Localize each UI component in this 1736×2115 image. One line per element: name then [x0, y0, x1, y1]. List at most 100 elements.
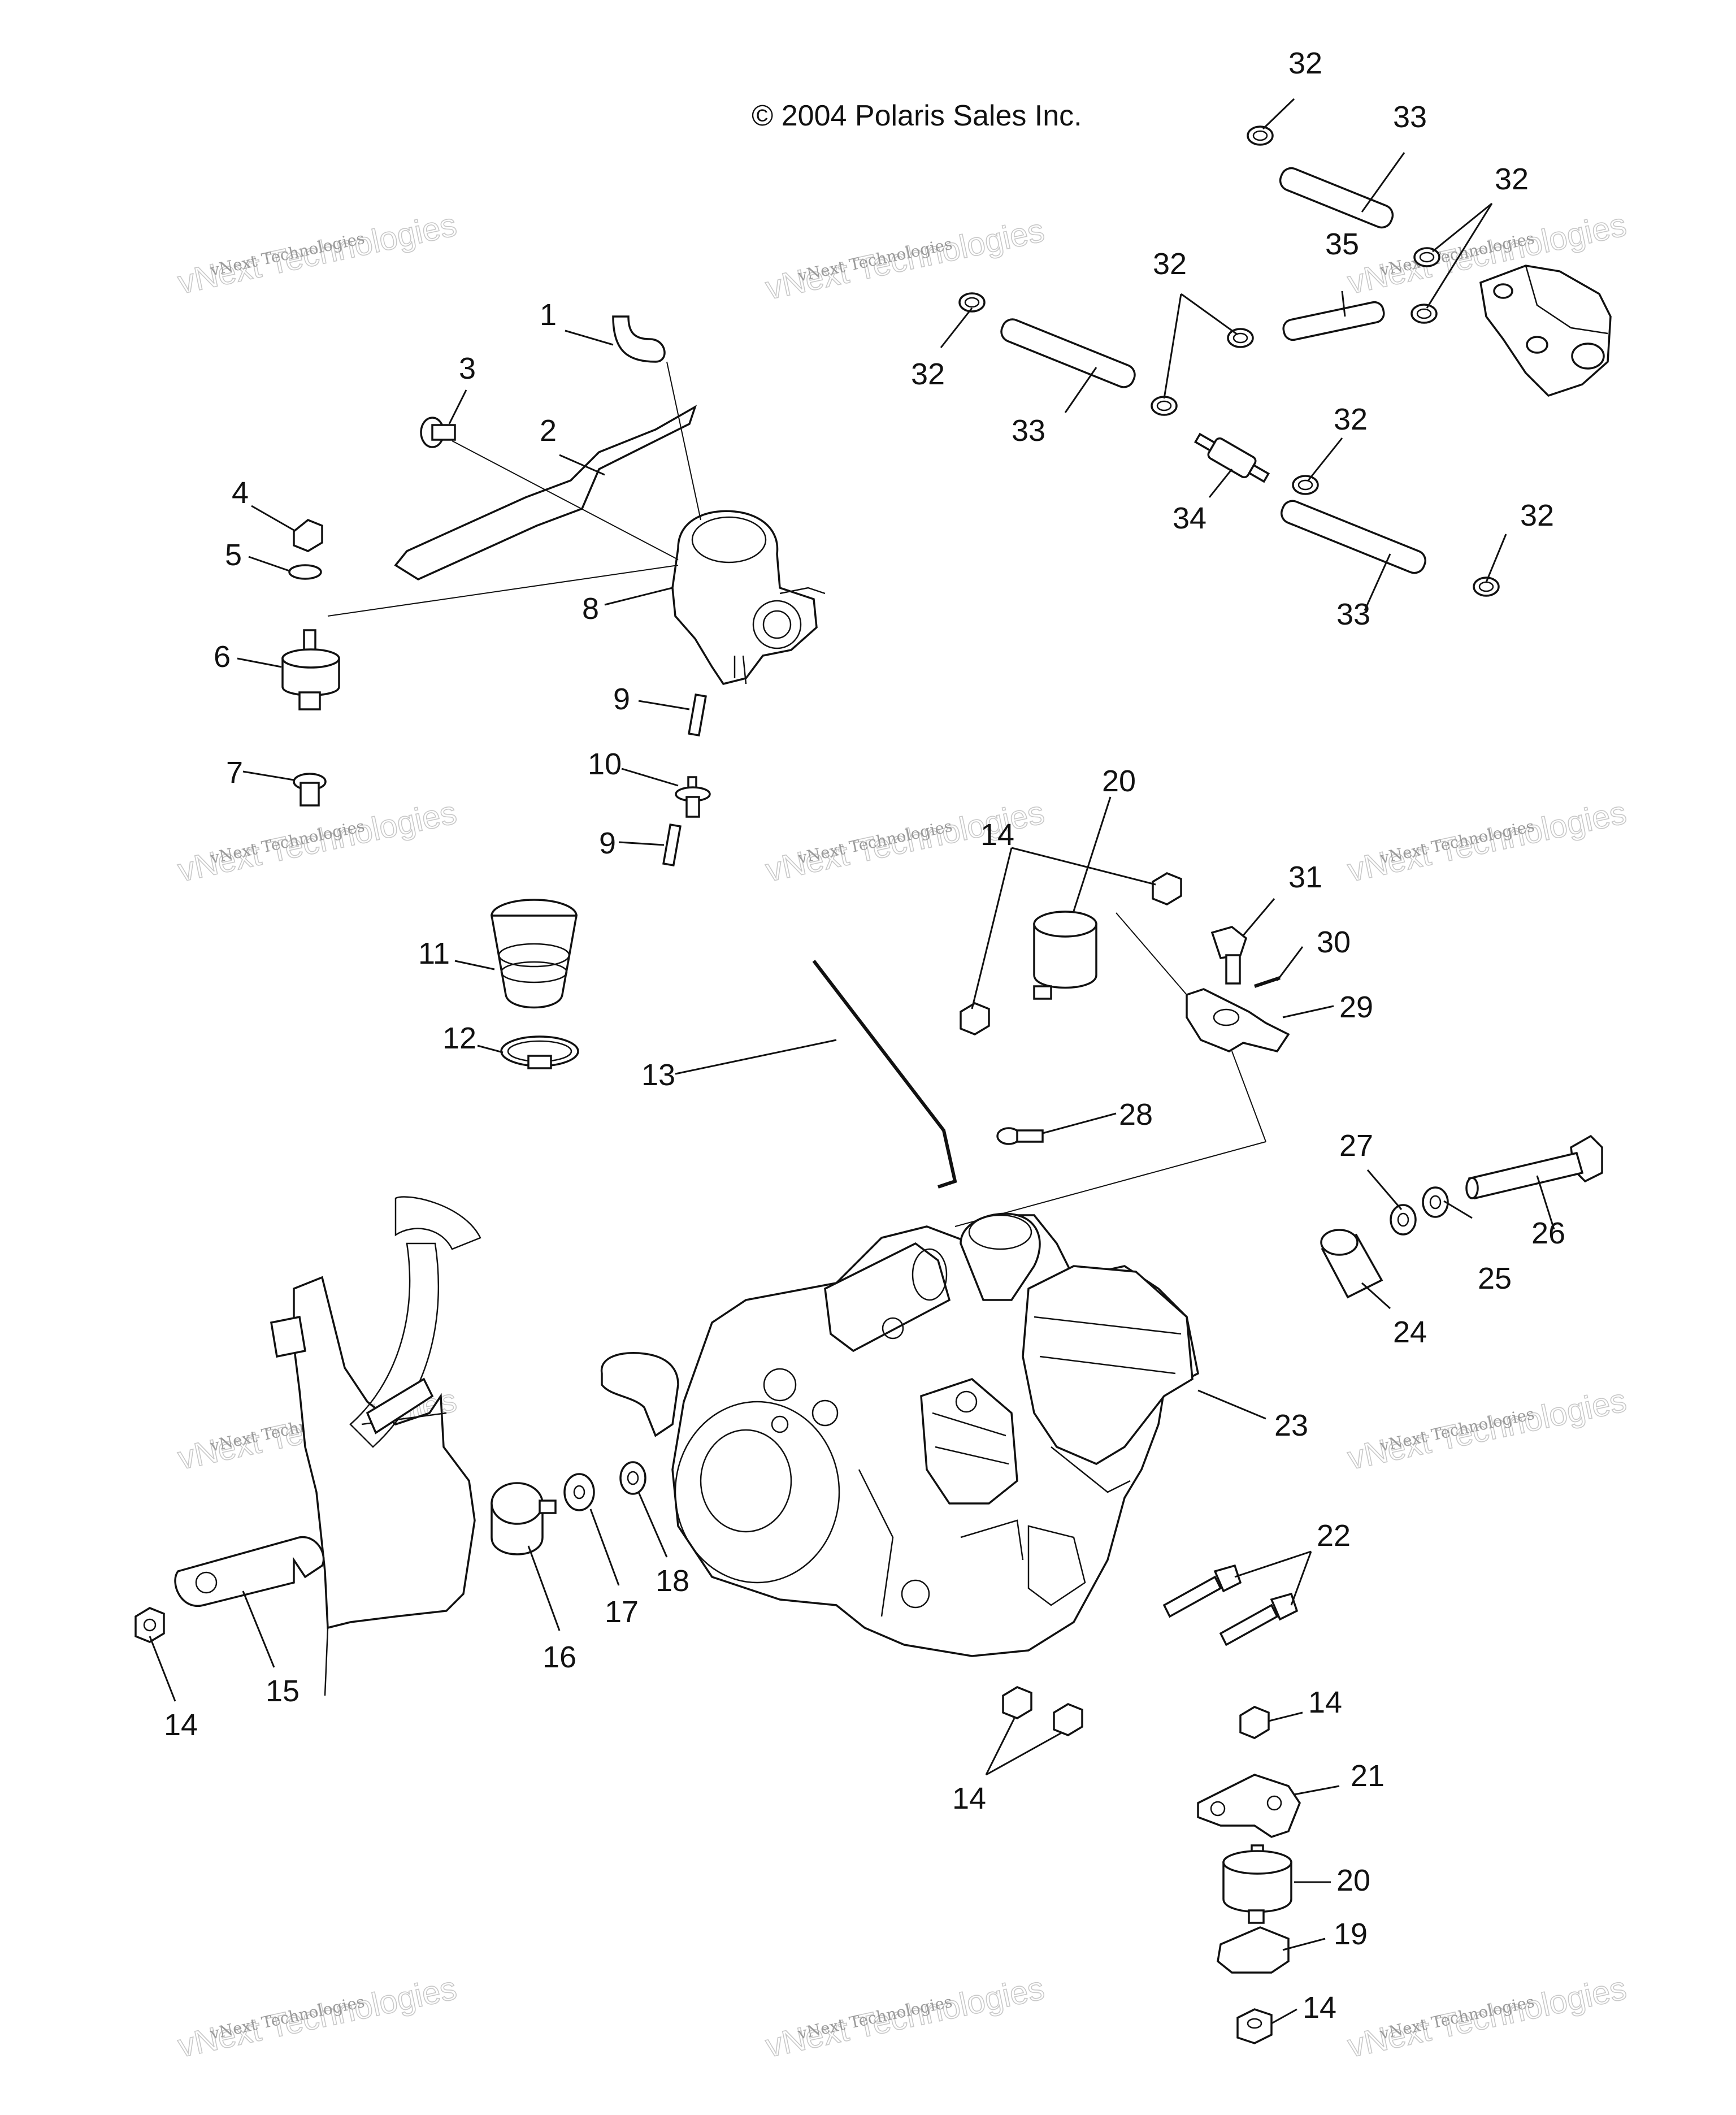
part-14-nut — [1053, 1703, 1083, 1736]
part-19-plate — [1217, 1926, 1290, 1974]
callout-14: 14 — [980, 818, 1014, 852]
part-22-bolt — [1219, 1592, 1299, 1646]
part-22-bolt — [1162, 1564, 1242, 1618]
watermarks: vNext Technologies vNext Technologies vN… — [174, 206, 1630, 2065]
watermark-9: vNext Technologies vNext Technologies — [1344, 1381, 1630, 1477]
callout-33: 33 — [1393, 100, 1427, 134]
part-14-nut — [1236, 2008, 1273, 2044]
part-14-nut — [134, 1607, 165, 1643]
callout-2: 2 — [540, 414, 557, 448]
part-26-bolt — [1465, 1134, 1603, 1200]
frame-group — [134, 1196, 646, 1696]
part-29-bracket — [1186, 988, 1290, 1052]
callout-33: 33 — [1012, 414, 1045, 448]
callout-10: 10 — [588, 747, 622, 781]
part-12-hose-clamp — [500, 1035, 579, 1069]
callout-18: 18 — [656, 1564, 689, 1598]
part-32-clamp — [1151, 396, 1178, 416]
part-16-rubber-mount — [491, 1482, 557, 1555]
carburetor-group — [281, 315, 826, 867]
part-32-clamp — [1247, 125, 1274, 146]
alignment-line — [1116, 912, 1187, 995]
part-14-nut — [1152, 872, 1182, 905]
intake-group — [490, 872, 1290, 1227]
callout-14: 14 — [164, 1708, 198, 1742]
part-27-washer — [1390, 1204, 1417, 1236]
callout-20: 20 — [1102, 764, 1136, 798]
callout-32: 32 — [1288, 46, 1322, 80]
watermark-1: vNext Technologies vNext Technologies — [174, 206, 460, 302]
part-33-hose — [1281, 500, 1426, 574]
frame — [293, 1276, 476, 1629]
callout-32: 32 — [911, 357, 945, 391]
callout-14: 14 — [1303, 1991, 1336, 2025]
part-14-nut — [1002, 1686, 1032, 1719]
callout-19: 19 — [1334, 1917, 1368, 1951]
part-10-fitting — [675, 776, 711, 818]
callout-12: 12 — [442, 1021, 476, 1055]
callout-35: 35 — [1325, 227, 1359, 261]
callout-28: 28 — [1119, 1098, 1153, 1132]
fuel-pump — [1479, 265, 1612, 397]
part-6-rubber-mount — [281, 629, 340, 710]
part-9-pin-upper — [688, 693, 707, 737]
callout-26: 26 — [1531, 1216, 1565, 1250]
alignment-line — [954, 1141, 1266, 1227]
part-3-bolt — [420, 417, 456, 448]
callout-32: 32 — [1153, 247, 1187, 281]
part-33-hose — [1000, 318, 1136, 388]
part-32-clamp — [1292, 475, 1319, 495]
rear-mount-group — [1002, 1564, 1301, 2044]
callout-3: 3 — [459, 352, 476, 385]
callout-labels: 1 2 3 4 5 6 7 8 9 10 9 11 12 13 14 20 31… — [164, 46, 1565, 2025]
part-9-pin-lower — [662, 823, 682, 867]
part-32-clamp — [1410, 304, 1438, 324]
watermark-11: vNext Technologies vNext Technologies — [762, 1969, 1048, 2065]
callout-13: 13 — [641, 1058, 675, 1092]
callout-4: 4 — [232, 476, 249, 510]
callout-25: 25 — [1478, 1262, 1512, 1295]
callout-14: 14 — [952, 1782, 986, 1815]
part-18-washer — [619, 1461, 646, 1495]
callout-32: 32 — [1334, 402, 1368, 436]
part-32-clamp — [1227, 328, 1254, 348]
part-2-bracket — [394, 405, 697, 580]
part-31-bolt — [1210, 926, 1248, 985]
part-17-washer — [563, 1473, 595, 1511]
part-1-vent-hose — [612, 315, 666, 363]
part-20-rubber-mount-lower — [1222, 1844, 1292, 1924]
callout-29: 29 — [1339, 990, 1373, 1024]
alignment-line — [327, 565, 679, 617]
callout-32: 32 — [1520, 499, 1554, 532]
part-13-rod — [812, 960, 957, 1189]
leader-lines — [149, 98, 1555, 2025]
part-23-engine — [600, 1212, 1199, 1657]
part-32-clamp — [1413, 247, 1440, 267]
part-4-nut — [293, 518, 323, 552]
part-5-washer — [288, 564, 322, 580]
callout-33: 33 — [1336, 597, 1370, 631]
part-24-spacer — [1320, 1229, 1383, 1299]
part-21-bracket — [1197, 1774, 1301, 1838]
part-7-bushing — [293, 773, 327, 807]
mount-hardware-group — [1320, 1134, 1603, 1299]
part-11-intake-boot — [490, 899, 578, 1009]
callout-21: 21 — [1351, 1759, 1385, 1793]
watermark-2: vNext Technologies vNext Technologies — [762, 211, 1048, 307]
callout-22: 22 — [1317, 1519, 1351, 1553]
part-32-clamp — [958, 292, 986, 313]
callout-32: 32 — [1495, 162, 1529, 196]
part-8-carburetor — [671, 510, 826, 685]
alignment-line — [452, 440, 679, 560]
callout-17: 17 — [605, 1595, 639, 1629]
alignment-line — [1231, 1051, 1266, 1142]
watermark-10: vNext Technologies vNext Technologies — [174, 1969, 460, 2065]
callout-30: 30 — [1317, 925, 1351, 959]
callout-7: 7 — [226, 756, 243, 790]
part-28-screw — [996, 1127, 1044, 1145]
part-15-mount-arm — [174, 1536, 325, 1607]
callout-24: 24 — [1393, 1315, 1427, 1349]
part-25-washer — [1422, 1186, 1449, 1218]
callout-27: 27 — [1339, 1129, 1373, 1163]
